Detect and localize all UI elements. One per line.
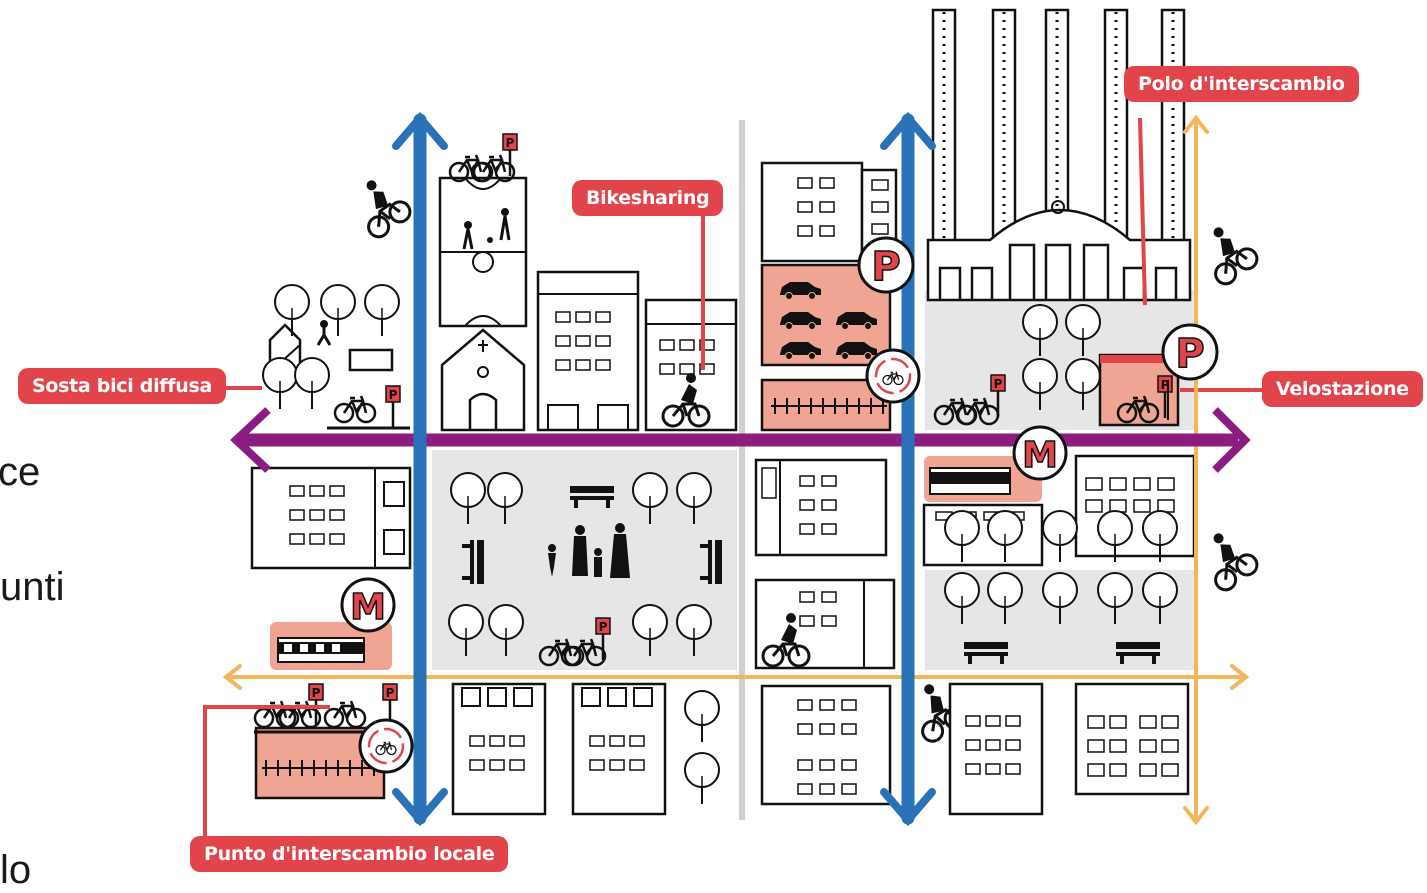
bikesharing-icon bbox=[358, 718, 414, 774]
buildings-bottom bbox=[253, 682, 1190, 816]
svg-text:M: M bbox=[1022, 435, 1058, 476]
parking-icon: P bbox=[1161, 323, 1219, 381]
label-polo-interscambio: Polo d'interscambio bbox=[1124, 66, 1359, 102]
orange-route bbox=[222, 114, 1250, 826]
metro-icon: M bbox=[1012, 425, 1068, 481]
building-left bbox=[250, 466, 412, 570]
label-punto-interscambio-locale: Punto d'interscambio locale bbox=[190, 836, 509, 872]
cut-off-text: unti bbox=[0, 565, 65, 609]
cyclist-icon bbox=[1191, 522, 1263, 596]
buildings-center bbox=[536, 270, 738, 432]
cyclist-icon bbox=[344, 169, 416, 243]
central-square bbox=[448, 472, 722, 667]
buildings-mid-right bbox=[754, 458, 896, 670]
svg-text:M: M bbox=[350, 587, 386, 628]
cut-off-text: ce bbox=[0, 450, 41, 494]
svg-text:P: P bbox=[871, 244, 900, 290]
blue-route bbox=[392, 111, 936, 827]
bikesharing-icon bbox=[865, 348, 921, 404]
people-icon bbox=[548, 523, 630, 578]
church-icon bbox=[440, 328, 526, 432]
station-icon bbox=[926, 8, 1192, 302]
purple-route bbox=[230, 407, 1251, 473]
label-sosta-bici-diffusa: Sosta bici diffusa bbox=[18, 368, 226, 404]
playground bbox=[262, 284, 410, 430]
label-bikesharing: Bikesharing bbox=[572, 180, 724, 216]
sports-field bbox=[438, 132, 528, 328]
svg-text:P: P bbox=[1175, 331, 1204, 377]
tram-icon bbox=[270, 622, 392, 670]
label-velostazione: Velostazione bbox=[1262, 371, 1423, 407]
metro-icon: M bbox=[340, 577, 396, 633]
cut-off-text: lo bbox=[0, 848, 32, 892]
cyclist-icon bbox=[1191, 216, 1263, 290]
interchange-area bbox=[933, 117, 1265, 427]
buildings-right bbox=[922, 454, 1196, 664]
parking-icon: P bbox=[857, 236, 915, 294]
